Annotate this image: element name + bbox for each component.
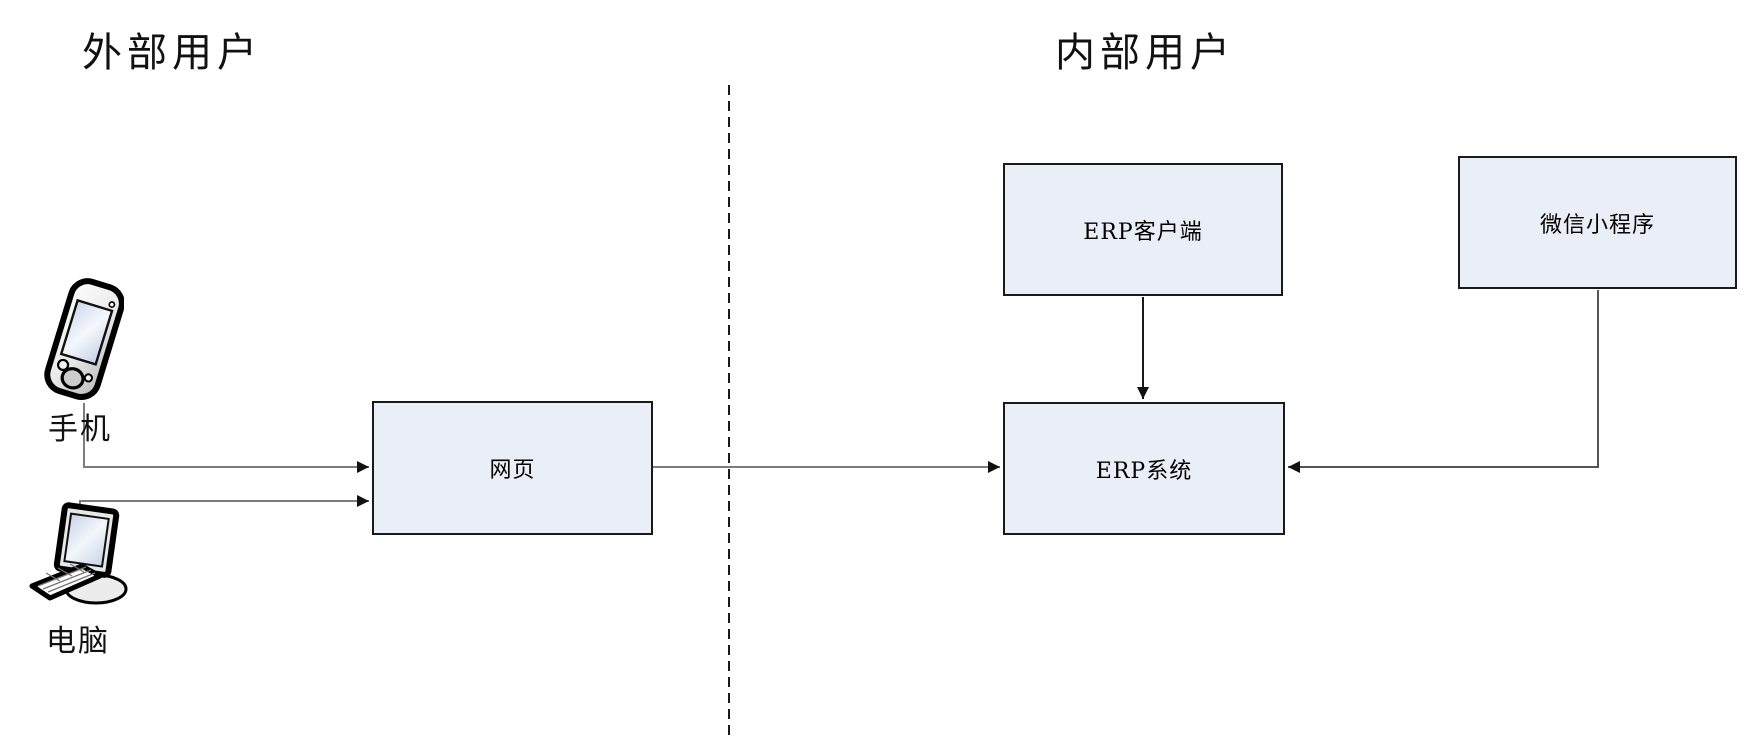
node-webpage-label: 网页 [489,458,536,483]
node-wechat-miniprogram-label: 微信小程序 [1539,212,1655,238]
computer-label: 电脑 [46,624,110,659]
node-erp-client-label: ERP客户端 [1083,219,1203,245]
node-wechat-miniprogram: 微信小程序 [1458,156,1737,289]
section-title-internal-users: 内部用户 [1055,30,1235,76]
node-erp-system-label: ERP系统 [1095,458,1193,484]
section-title-external-users: 外部用户 [82,30,262,76]
node-erp-system: ERP系统 [1003,402,1285,535]
phone-label: 手机 [48,412,112,447]
node-webpage: 网页 [372,401,653,535]
pda-phone-icon [44,276,125,406]
desktop-computer-icon [24,494,142,622]
node-erp-client: ERP客户端 [1003,163,1283,296]
edge-wechat-to-erpsystem [1288,290,1599,473]
edge-phone-to-webpage [83,403,369,473]
